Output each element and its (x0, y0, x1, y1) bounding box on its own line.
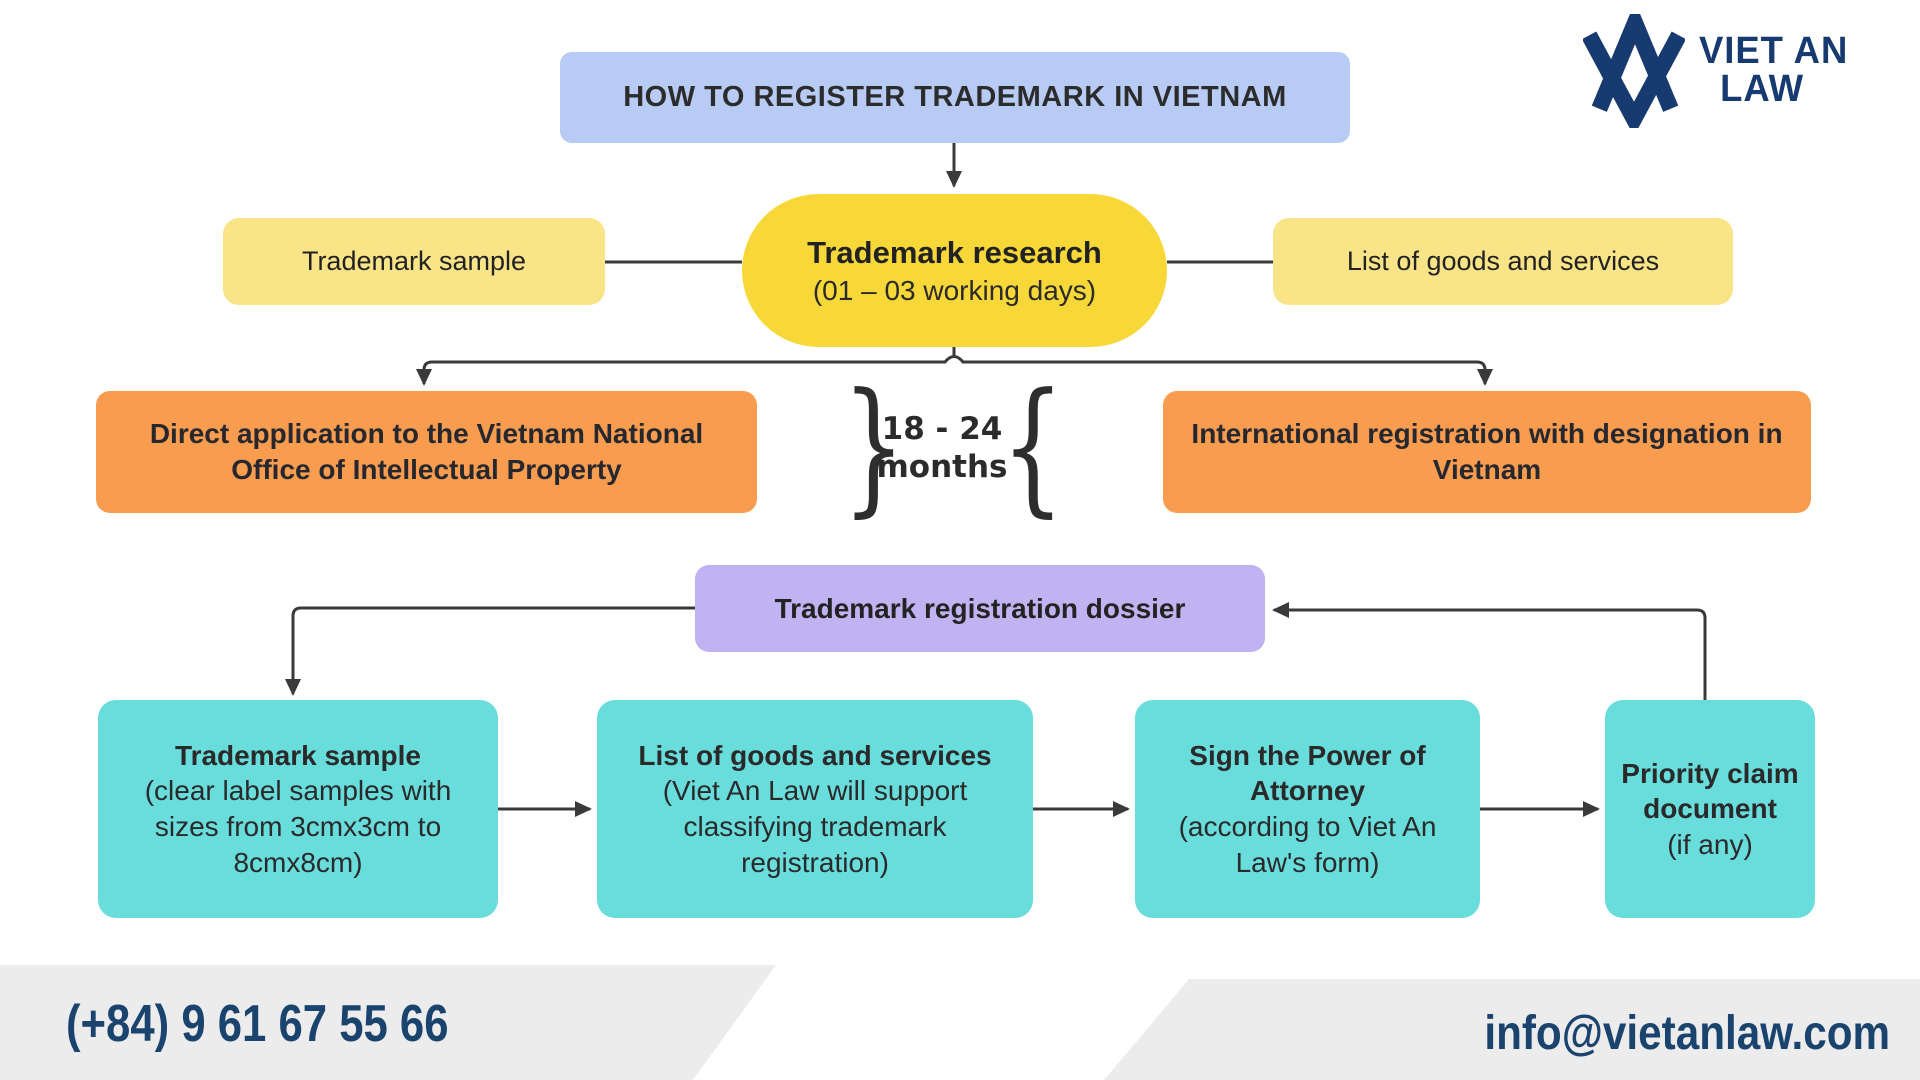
research-duration: (01 – 03 working days) (812, 274, 1097, 306)
document-detail: (Viet An Law will support classifying tr… (662, 775, 968, 878)
footer-right-panel (1104, 979, 1920, 1080)
duration-range: 18 - 24 (881, 411, 1003, 448)
brace-right-icon: { (1001, 361, 1065, 532)
brand-line2: LAW (1720, 68, 1805, 110)
dossier-node: Trademark registration dossier (695, 565, 1265, 652)
path-direct-application: Direct application to the Vietnam Nation… (96, 391, 757, 513)
email-address: info@vietanlaw.com (1484, 1007, 1890, 1060)
research-title: Trademark research (807, 234, 1102, 270)
input-goods-services: List of goods and services (1273, 218, 1733, 305)
document-title: Sign the Power of Attorney (1189, 739, 1426, 807)
vietan-logo-mark-icon (1583, 14, 1685, 128)
document-goods-services: List of goods and services (Viet An Law … (597, 700, 1033, 918)
document-detail: (if any) (1667, 828, 1753, 860)
diagram-title: HOW TO REGISTER TRADEMARK IN VIETNAM (560, 52, 1350, 143)
brand-name: VIET AN LAW (1699, 14, 1848, 132)
path-international-registration: International registration with designat… (1163, 391, 1811, 513)
brand-line1: VIET AN (1699, 30, 1849, 72)
input-trademark-sample: Trademark sample (223, 218, 605, 305)
document-title: Trademark sample (175, 739, 421, 771)
document-title: Priority claim document (1621, 757, 1799, 825)
vietan-law-logo: VIET AN LAW (1583, 14, 1903, 132)
duration-label: 18 - 24 months (862, 404, 1022, 494)
document-title: List of goods and services (638, 739, 992, 771)
trademark-research-node: Trademark research (01 – 03 working days… (742, 194, 1167, 347)
document-power-of-attorney: Sign the Power of Attorney (according to… (1135, 700, 1480, 918)
document-detail: (according to Viet An Law's form) (1178, 811, 1437, 878)
document-detail: (clear label samples with sizes from 3cm… (144, 775, 452, 878)
document-trademark-sample: Trademark sample (clear label samples wi… (98, 700, 498, 918)
document-priority-claim: Priority claim document (if any) (1605, 700, 1815, 918)
footer-left-panel (0, 965, 776, 1080)
duration-unit: months (876, 449, 1008, 485)
phone-number: (+84) 9 61 67 55 66 (66, 995, 449, 1053)
